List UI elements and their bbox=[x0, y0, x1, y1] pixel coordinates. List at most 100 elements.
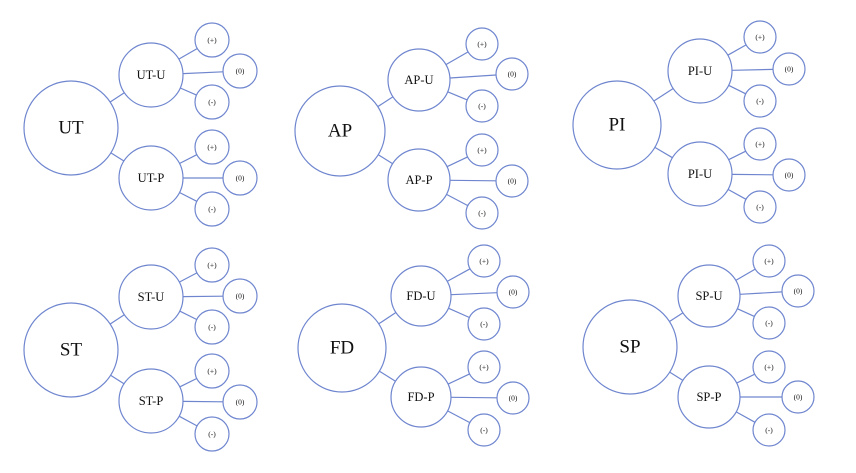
edge-branch-to-leaf bbox=[179, 310, 197, 321]
branch-node-label: ST-P bbox=[139, 394, 164, 408]
edge-branch-to-leaf bbox=[449, 74, 497, 79]
edge-branch-to-leaf bbox=[179, 154, 198, 165]
leaf-node-plus: (+) bbox=[194, 353, 230, 389]
edge-root-to-branch bbox=[654, 146, 673, 159]
branch-node: AP-U bbox=[387, 48, 451, 112]
leaf-node-plus-label: (+) bbox=[764, 363, 774, 372]
root-node-circle bbox=[23, 80, 119, 176]
branch-node-circle bbox=[387, 148, 451, 212]
leaf-node-plus: (+) bbox=[467, 244, 501, 278]
leaf-node-minus-circle bbox=[467, 413, 501, 447]
leaf-node-zero-label: (0) bbox=[509, 394, 518, 403]
root-node-circle bbox=[23, 302, 119, 398]
leaf-node-plus-label: (+) bbox=[477, 40, 487, 49]
edge-branch-to-leaf bbox=[179, 377, 197, 388]
leaf-node-plus: (+) bbox=[465, 133, 499, 167]
leaf-node-zero-label: (0) bbox=[236, 67, 245, 76]
edge-branch-to-leaf bbox=[180, 87, 197, 96]
leaf-node-plus: (+) bbox=[194, 22, 230, 58]
edge-root-to-branch bbox=[377, 154, 394, 165]
leaf-node-minus-label: (-) bbox=[208, 430, 216, 439]
leaf-node-plus-circle bbox=[194, 353, 230, 389]
branch-node: ST-U bbox=[118, 264, 184, 330]
edge-branch-to-leaf bbox=[450, 396, 498, 399]
edge-branch-to-leaf bbox=[448, 307, 470, 319]
leaf-node-minus: (-) bbox=[465, 89, 499, 123]
leaf-node-plus: (+) bbox=[467, 350, 501, 384]
branch-node-circle bbox=[118, 368, 184, 434]
leaf-node-zero-label: (0) bbox=[509, 288, 518, 297]
branch-node: AP-P bbox=[387, 148, 451, 212]
root-node: AP bbox=[294, 85, 386, 177]
leaf-node-minus: (-) bbox=[194, 416, 230, 452]
leaf-node-plus-circle bbox=[194, 247, 230, 283]
edge-root-to-branch bbox=[110, 152, 125, 162]
leaf-node-minus-circle bbox=[194, 84, 230, 120]
leaf-node-zero-label: (0) bbox=[794, 393, 803, 402]
branch-node: SP-P bbox=[677, 365, 741, 429]
leaf-node-plus-circle bbox=[752, 350, 786, 384]
branch-node-label: SP-P bbox=[696, 390, 721, 404]
edge-branch-to-leaf bbox=[179, 191, 198, 202]
leaf-node-zero-label: (0) bbox=[236, 398, 245, 407]
leaf-node-zero-circle bbox=[772, 52, 806, 86]
root-node: ST bbox=[23, 302, 119, 398]
leaf-node-zero: (0) bbox=[222, 384, 258, 420]
edge-root-to-branch bbox=[110, 374, 125, 385]
leaf-node-minus: (-) bbox=[465, 196, 499, 230]
leaf-node-minus-circle bbox=[752, 413, 786, 447]
edge-branch-to-leaf bbox=[178, 47, 198, 60]
leaf-node-minus: (-) bbox=[752, 413, 786, 447]
leaf-node-minus-circle bbox=[752, 306, 786, 340]
branch-node: SP-U bbox=[677, 264, 741, 328]
leaf-node-plus-label: (+) bbox=[207, 36, 217, 45]
leaf-node-minus-circle bbox=[465, 89, 499, 123]
edge-branch-to-leaf bbox=[731, 68, 774, 71]
branch-node: UT-P bbox=[118, 145, 184, 211]
leaf-node-minus-circle bbox=[194, 191, 230, 227]
leaf-node-plus-circle bbox=[465, 27, 499, 61]
leaf-node-minus-circle bbox=[743, 190, 777, 224]
branch-node-circle bbox=[118, 264, 184, 330]
leaf-node-plus: (+) bbox=[194, 129, 230, 165]
leaf-node-zero-circle bbox=[495, 164, 529, 198]
leaf-node-plus-label: (+) bbox=[755, 33, 765, 42]
root-node-circle bbox=[294, 85, 386, 177]
leaf-node-minus-circle bbox=[467, 307, 501, 341]
leaf-node-zero: (0) bbox=[222, 53, 258, 89]
leaf-node-minus-circle bbox=[743, 84, 777, 118]
edge-root-to-branch bbox=[653, 87, 674, 102]
root-node: PI bbox=[572, 80, 662, 170]
branch-node-label: PI-U bbox=[688, 167, 712, 181]
leaf-node-minus-label: (-) bbox=[478, 102, 486, 111]
leaf-node-zero-circle bbox=[222, 53, 258, 89]
branch-node-label: UT-U bbox=[137, 68, 166, 82]
leaf-node-zero: (0) bbox=[222, 160, 258, 196]
leaf-node-plus-label: (+) bbox=[207, 261, 217, 270]
root-node-label: AP bbox=[328, 121, 352, 142]
leaf-node-minus: (-) bbox=[194, 84, 230, 120]
branch-node-label: FD-U bbox=[406, 289, 435, 303]
leaf-node-plus: (+) bbox=[752, 350, 786, 384]
leaf-node-plus-circle bbox=[752, 244, 786, 278]
branch-node-circle bbox=[667, 141, 733, 207]
edge-branch-to-leaf bbox=[736, 373, 755, 384]
branch-node-circle bbox=[677, 365, 741, 429]
leaf-node-plus-label: (+) bbox=[207, 143, 217, 152]
branch-node-circle bbox=[390, 265, 452, 327]
root-node-circle bbox=[572, 80, 662, 170]
leaf-node-minus: (-) bbox=[752, 306, 786, 340]
edge-branch-to-leaf bbox=[446, 193, 469, 207]
leaf-node-zero-label: (0) bbox=[508, 177, 517, 186]
leaf-node-zero-label: (0) bbox=[785, 171, 794, 180]
leaf-node-zero: (0) bbox=[772, 52, 806, 86]
edge-root-to-branch bbox=[109, 314, 125, 325]
branch-node-label: FD-P bbox=[407, 390, 434, 404]
edge-branch-to-leaf bbox=[728, 150, 746, 161]
leaf-node-minus-circle bbox=[194, 309, 230, 345]
leaf-node-minus-label: (-) bbox=[765, 319, 773, 328]
